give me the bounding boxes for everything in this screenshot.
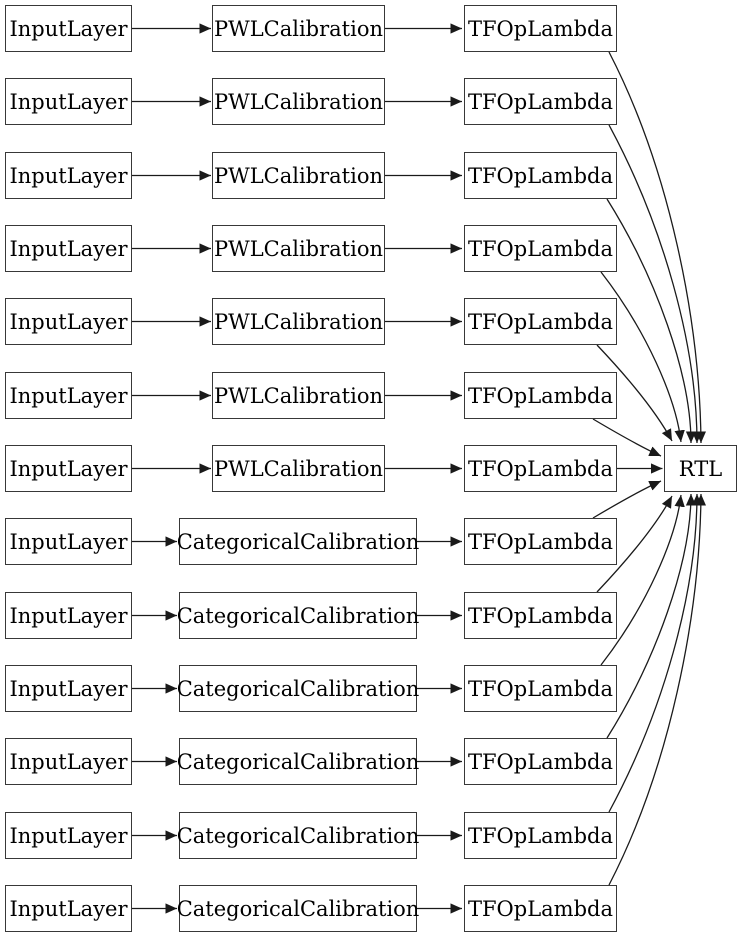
node-tf-op-lambda-11: TFOpLambda xyxy=(464,738,617,785)
node-pwl-calibration-1: PWLCalibration xyxy=(212,5,385,52)
node-pwl-calibration-5: PWLCalibration xyxy=(212,298,385,345)
node-input-layer-12: InputLayer xyxy=(5,812,132,859)
node-tf-op-lambda-4: TFOpLambda xyxy=(464,225,617,272)
edge-lambda-rtl-6 xyxy=(592,418,662,457)
node-pwl-calibration-7: PWLCalibration xyxy=(212,445,385,492)
edge-lambda-rtl-9 xyxy=(596,495,673,593)
node-pwl-calibration-4: PWLCalibration xyxy=(212,225,385,272)
node-pwl-calibration-2: PWLCalibration xyxy=(212,78,385,125)
node-tf-op-lambda-6: TFOpLambda xyxy=(464,372,617,419)
edge-lambda-rtl-10 xyxy=(600,494,685,666)
edge-lambda-rtl-4 xyxy=(600,271,685,443)
node-input-layer-2: InputLayer xyxy=(5,78,132,125)
node-input-layer-7: InputLayer xyxy=(5,445,132,492)
node-tf-op-lambda-10: TFOpLambda xyxy=(464,665,617,712)
node-input-layer-13: InputLayer xyxy=(5,885,132,932)
node-categorical-calibration-11: CategoricalCalibration xyxy=(177,738,419,785)
node-input-layer-8: InputLayer xyxy=(5,518,132,565)
node-tf-op-lambda-8: TFOpLambda xyxy=(464,518,617,565)
node-input-layer-6: InputLayer xyxy=(5,372,132,419)
node-tf-op-lambda-3: TFOpLambda xyxy=(464,152,617,199)
node-tf-op-lambda-9: TFOpLambda xyxy=(464,592,617,639)
edge-lambda-rtl-12 xyxy=(608,493,703,813)
node-tf-op-lambda-7: TFOpLambda xyxy=(464,445,617,492)
node-tf-op-lambda-2: TFOpLambda xyxy=(464,78,617,125)
node-categorical-calibration-9: CategoricalCalibration xyxy=(177,592,419,639)
node-pwl-calibration-3: PWLCalibration xyxy=(212,152,385,199)
edge-lambda-rtl-11 xyxy=(606,493,697,739)
edge-lambda-rtl-3 xyxy=(606,198,697,444)
node-input-layer-3: InputLayer xyxy=(5,152,132,199)
edge-lambda-rtl-1 xyxy=(608,51,707,444)
edge-lambda-rtl-5 xyxy=(596,344,673,442)
node-input-layer-4: InputLayer xyxy=(5,225,132,272)
node-tf-op-lambda-1: TFOpLambda xyxy=(464,5,617,52)
node-categorical-calibration-8: CategoricalCalibration xyxy=(177,518,419,565)
node-rtl: RTL xyxy=(664,445,737,492)
node-pwl-calibration-6: PWLCalibration xyxy=(212,372,385,419)
node-tf-op-lambda-13: TFOpLambda xyxy=(464,885,617,932)
node-input-layer-10: InputLayer xyxy=(5,665,132,712)
node-input-layer-1: InputLayer xyxy=(5,5,132,52)
node-input-layer-11: InputLayer xyxy=(5,738,132,785)
node-tf-op-lambda-12: TFOpLambda xyxy=(464,812,617,859)
edge-lambda-rtl-8 xyxy=(592,480,662,519)
edge-lambda-rtl-13 xyxy=(608,493,707,886)
edge-lambda-rtl-2 xyxy=(608,124,703,444)
node-tf-op-lambda-5: TFOpLambda xyxy=(464,298,617,345)
node-input-layer-9: InputLayer xyxy=(5,592,132,639)
node-categorical-calibration-10: CategoricalCalibration xyxy=(177,665,419,712)
node-categorical-calibration-13: CategoricalCalibration xyxy=(177,885,419,932)
node-categorical-calibration-12: CategoricalCalibration xyxy=(177,812,419,859)
node-input-layer-5: InputLayer xyxy=(5,298,132,345)
